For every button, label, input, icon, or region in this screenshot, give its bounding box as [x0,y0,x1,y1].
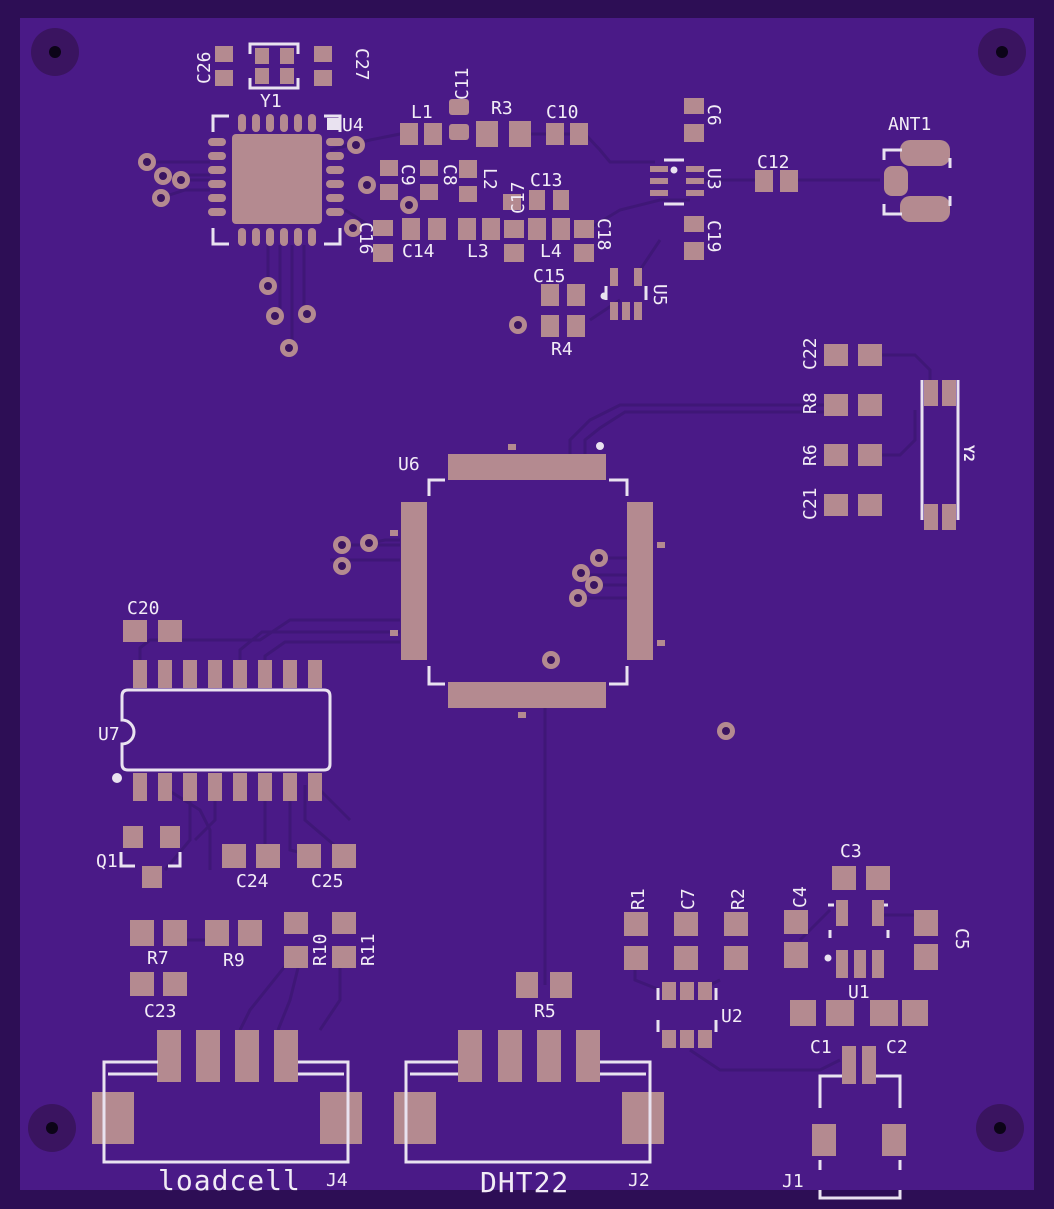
label-u7: U7 [98,724,120,745]
label-c14: C14 [402,241,435,262]
label-c8: C8 [439,164,460,186]
label-r9: R9 [223,950,245,971]
label-r3: R3 [491,98,513,119]
smd-pads [92,46,956,1156]
label-c22: C22 [800,337,821,370]
component-labels: C26 C27 Y1 U4 C11 L1 R3 C10 C6 C9 C8 L2 … [96,48,976,1199]
label-c13: C13 [530,170,563,191]
label-c10: C10 [546,102,579,123]
label-c3: C3 [840,841,862,862]
label-l3: L3 [467,241,489,262]
label-c6: C6 [703,104,724,126]
label-u5: U5 [649,284,670,306]
label-r8: R8 [800,392,821,414]
label-y1: Y1 [260,91,282,112]
label-c23: C23 [144,1001,177,1022]
label-l1: L1 [411,102,433,123]
label-r6: R6 [800,444,821,466]
label-ant1: ANT1 [888,114,931,135]
label-u3: U3 [703,168,724,190]
label-r5: R5 [534,1001,556,1022]
label-q1: Q1 [96,851,118,872]
label-c17: C17 [508,181,529,214]
vias [138,136,735,740]
label-c24: C24 [236,871,269,892]
label-dht22: DHT22 [480,1166,569,1199]
label-c25: C25 [311,871,344,892]
silkscreen-outlines [102,42,960,1200]
label-c26: C26 [194,51,215,84]
label-loadcell: loadcell [158,1164,301,1197]
label-c15: C15 [533,266,566,287]
label-c27: C27 [351,48,372,81]
label-u6: U6 [398,454,420,475]
label-j4: J4 [326,1170,348,1191]
label-r4: R4 [551,339,573,360]
label-c21: C21 [800,487,821,520]
label-c20: C20 [127,598,160,619]
label-u2: U2 [721,1006,743,1027]
label-r10: R10 [310,933,331,966]
mounting-holes [28,28,1026,1152]
label-c11: C11 [452,67,473,100]
copper-traces [138,130,932,1072]
label-c5: C5 [951,928,972,950]
label-c7: C7 [678,888,699,910]
label-c12: C12 [757,152,790,173]
label-c18: C18 [593,218,614,251]
label-l2: L2 [479,168,500,190]
label-j1: J1 [782,1171,804,1192]
label-c16: C16 [355,222,376,255]
label-u4: U4 [342,115,364,136]
label-c19: C19 [703,220,724,253]
label-u1: U1 [848,982,870,1003]
label-j2: J2 [628,1170,650,1191]
label-r7: R7 [147,948,169,969]
label-y2: Y2 [960,445,976,462]
label-r1: R1 [628,888,649,910]
label-c9: C9 [397,164,418,186]
label-c1: C1 [810,1037,832,1058]
label-c4: C4 [790,886,811,908]
label-r11: R11 [358,933,379,966]
label-l4: L4 [540,241,562,262]
label-c2: C2 [886,1037,908,1058]
label-r2: R2 [728,888,749,910]
